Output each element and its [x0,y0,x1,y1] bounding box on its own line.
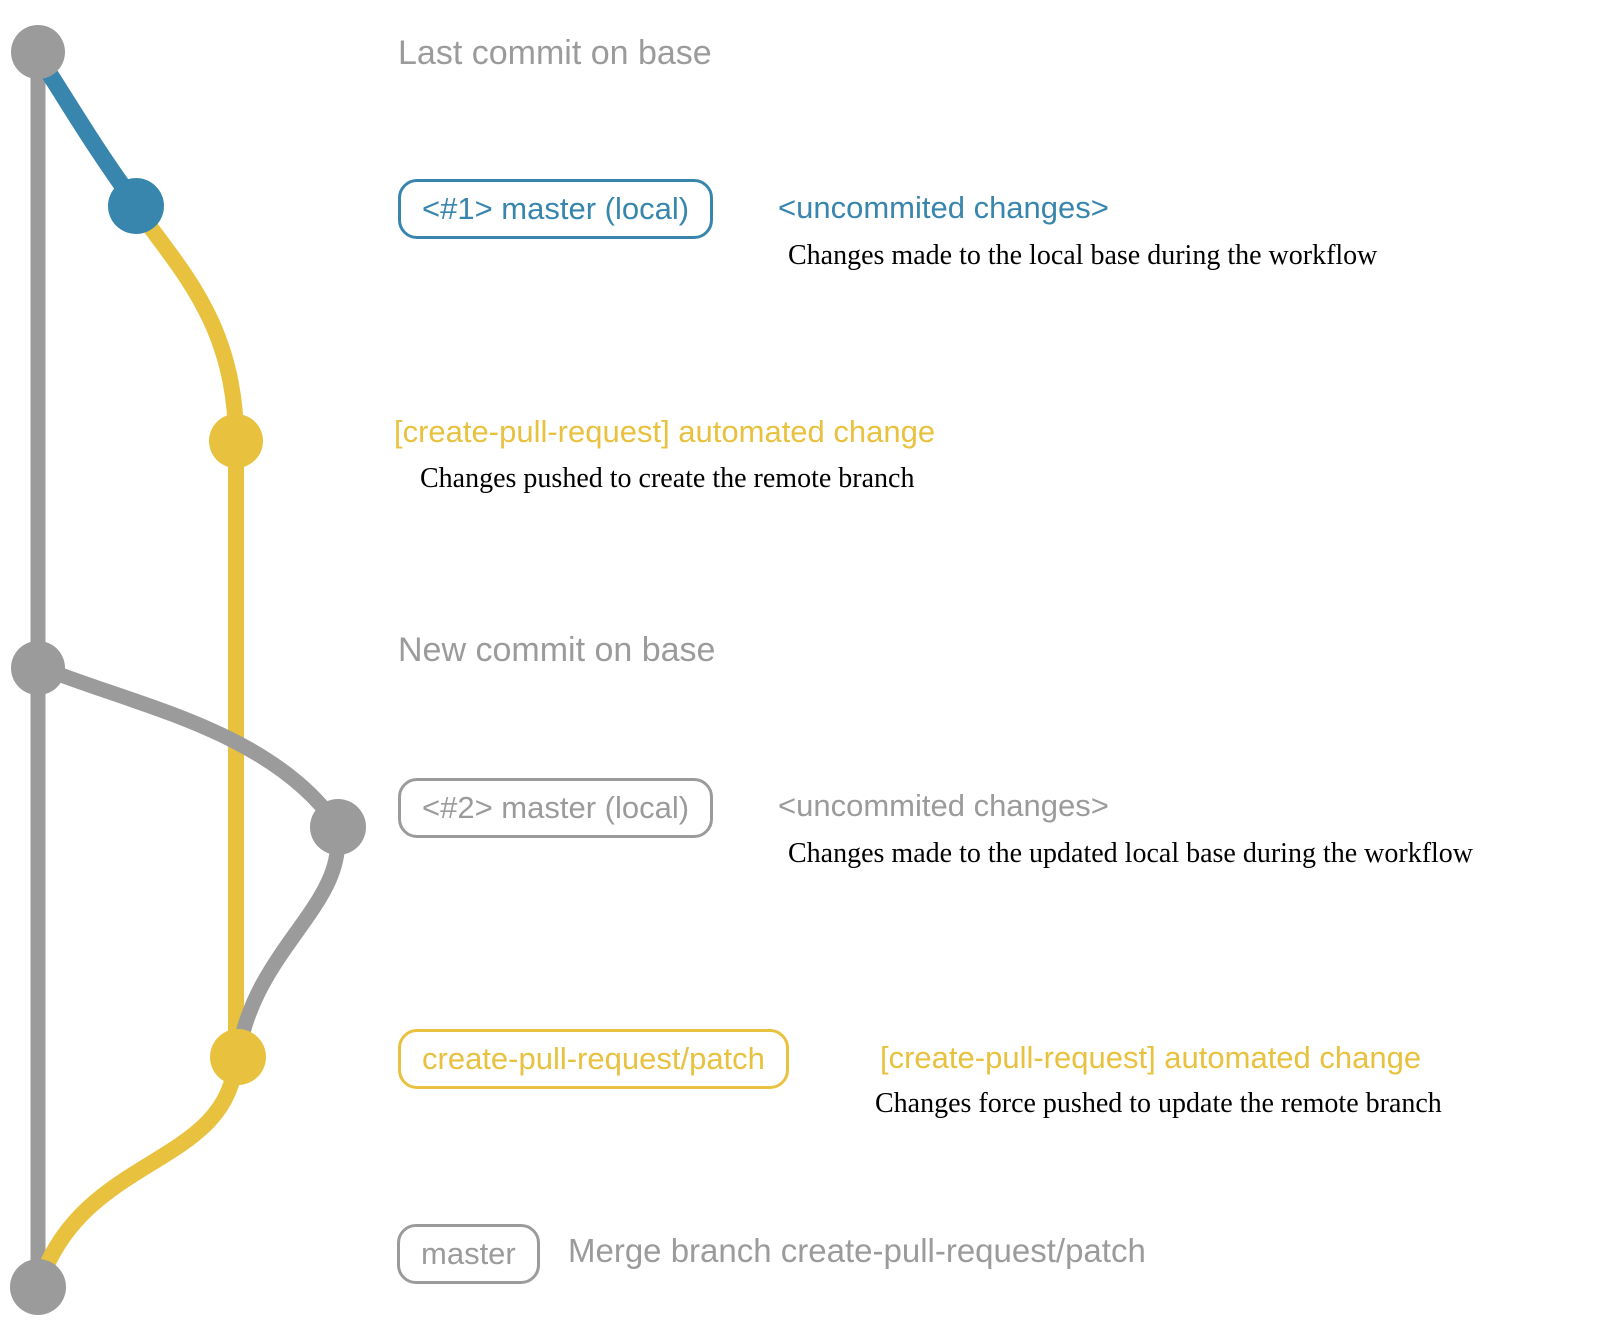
label-wf1-uncommitted-changes: <uncommited changes> [778,190,1109,225]
label-wf2-automated-change: [create-pull-request] automated change [880,1040,1422,1075]
commit-node-new-base [11,641,65,695]
desc-wf1-remote-push: Changes pushed to create the remote bran… [420,463,915,494]
commit-graph [10,25,366,1315]
patch-branch-path [32,199,244,1285]
desc-wf2-local-changes: Changes made to the updated local base d… [788,838,1474,869]
commit-node-last-base [11,25,65,79]
badge-create-pull-request-patch: create-pull-request/patch [398,1029,789,1089]
badge-wf1-master-local: <#1> master (local) [398,179,714,239]
commit-node-merge [10,1259,66,1315]
label-wf2-uncommitted-changes: <uncommited changes> [778,788,1109,823]
commit-node-wf1-local [108,178,164,234]
desc-wf2-force-push: Changes force pushed to update the remot… [875,1088,1442,1119]
gray-branch-curve-1 [35,659,343,829]
desc-wf1-local-changes: Changes made to the local base during th… [788,240,1378,271]
label-new-commit-on-base: New commit on base [398,631,716,669]
badge-master: master [397,1224,540,1284]
blue-branch-curve [30,51,141,207]
label-wf1-automated-change: [create-pull-request] automated change [394,414,936,449]
commit-node-wf1-remote [209,414,263,468]
gray-branch-curve-2 [231,822,346,1052]
badge-wf2-master-local: <#2> master (local) [398,778,714,838]
label-last-commit-on-base: Last commit on base [398,34,712,72]
commit-node-wf2-local [310,799,366,855]
commit-node-wf2-remote [210,1029,266,1085]
label-merge-branch: Merge branch create-pull-request/patch [568,1232,1146,1269]
